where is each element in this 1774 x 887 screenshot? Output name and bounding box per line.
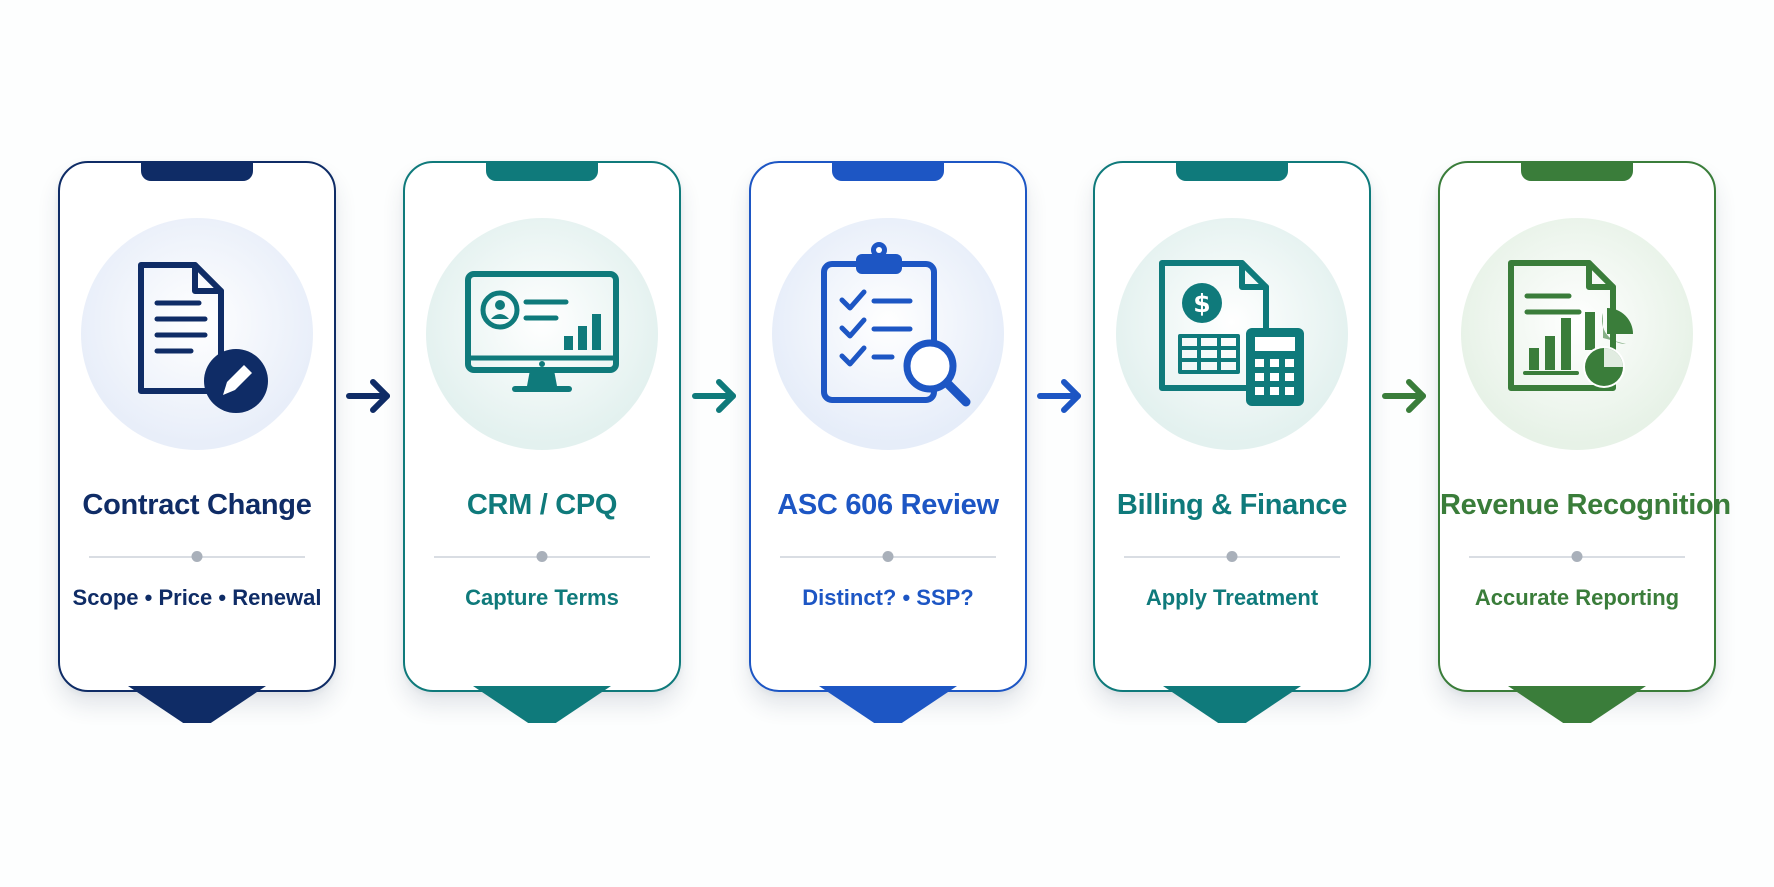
step-card-billing-finance: $ Billing & Finance Apply [1093,161,1371,723]
step-subtitle: Scope • Price • Renewal [72,585,322,610]
card-bottom-pointer [473,686,611,723]
arrow-right-icon [346,379,390,413]
arrow-right-icon [1382,379,1426,413]
step-title: Contract Change [82,489,312,521]
card-bottom-pointer [1163,686,1301,723]
flow-arrow-2 [691,376,741,416]
divider-dot [1571,551,1583,562]
monitor-dashboard-icon [465,271,619,392]
invoice-calculator-icon: $ [1159,260,1304,406]
flow-arrow-4 [1381,376,1431,416]
card-top-tab [141,161,253,181]
card-bottom-pointer [1508,686,1646,723]
svg-text:$: $ [1193,289,1210,318]
flow-arrow-1 [345,376,395,416]
step-card-asc-606-review: ASC 606 Review Distinct? • SSP? [749,161,1027,723]
card-bottom-pointer [128,686,266,723]
card-top-tab [832,161,944,181]
divider-dot [536,551,548,562]
report-chart-icon [1508,260,1633,391]
step-card-contract-change: Contract Change Scope • Price • Renewal [58,161,336,723]
card-top-tab [486,161,598,181]
step-card-crm-cpq: CRM / CPQ Capture Terms [403,161,681,723]
icon-disc [81,218,313,450]
icon-disc [426,218,658,450]
step-title: ASC 606 Review [777,489,999,521]
clipboard-checklist-search-icon [821,242,971,407]
icon-disc [1461,218,1693,450]
step-subtitle: Accurate Reporting [1474,585,1680,610]
icon-disc: $ [1116,218,1348,450]
card-top-tab [1176,161,1288,181]
step-subtitle: Capture Terms [465,585,619,610]
step-card-revenue-recognition: Revenue Recognition Accurate Reporting [1438,161,1731,723]
icon-disc [772,218,1004,450]
step-subtitle: Apply Treatment [1145,585,1319,610]
step-title: Revenue Recognition [1440,489,1731,521]
card-bottom-pointer [819,686,957,723]
arrow-right-icon [692,379,736,413]
step-subtitle: Distinct? • SSP? [802,585,974,610]
divider-dot [191,551,203,562]
document-edit-icon [138,262,268,413]
step-title: CRM / CPQ [466,489,618,521]
flow-arrow-3 [1036,376,1086,416]
arrow-right-icon [1037,379,1081,413]
card-top-tab [1521,161,1633,181]
step-title: Billing & Finance [1116,489,1348,521]
divider-dot [1226,551,1238,562]
divider-dot [882,551,894,562]
